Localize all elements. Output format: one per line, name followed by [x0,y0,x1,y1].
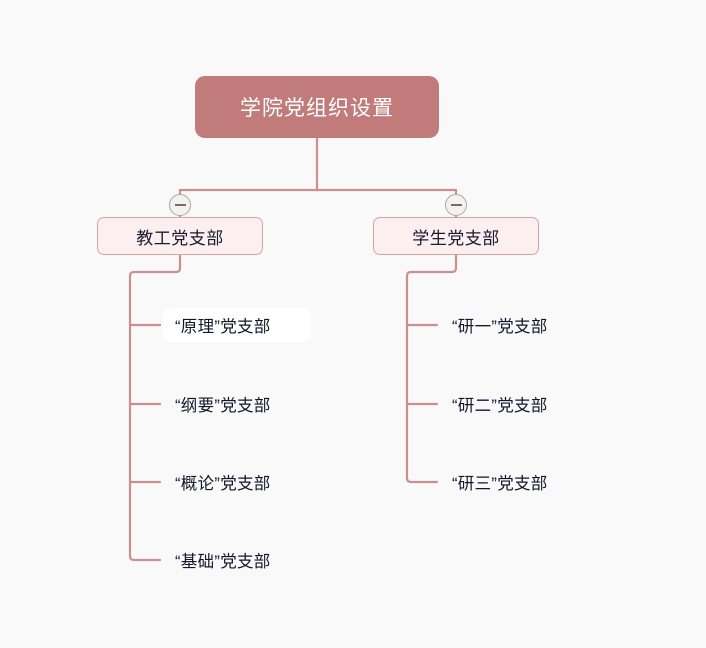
leaf-node-label: “概论”党支部 [175,475,271,493]
leaf-node[interactable]: “研一”党支部 [440,308,588,342]
minus-circle-icon[interactable] [445,194,467,216]
branch-node-staff[interactable]: 教工党支部 [97,217,263,255]
root-node[interactable]: 学院党组织设置 [195,76,439,138]
branch-node-student[interactable]: 学生党支部 [373,217,539,255]
branch-node-label: 教工党支部 [136,228,224,248]
leaf-node[interactable]: “原理”党支部 [163,308,311,342]
minus-glyph [174,204,186,206]
leaf-node[interactable]: “纲要”党支部 [163,387,311,421]
leaf-node[interactable]: “研二”党支部 [440,387,588,421]
leaf-node[interactable]: “概论”党支部 [163,465,311,499]
leaf-node-label: “基础”党支部 [175,553,271,571]
branch-node-label: 学生党支部 [412,228,500,248]
leaf-node[interactable]: “基础”党支部 [163,543,311,577]
minus-glyph [450,204,462,206]
leaf-node-label: “研二”党支部 [452,397,548,415]
root-node-label: 学院党组织设置 [240,97,394,120]
leaf-node-label: “研一”党支部 [452,318,548,336]
leaf-node-label: “纲要”党支部 [175,397,271,415]
connector-right-spine [405,266,458,484]
leaf-node-label: “原理”党支部 [175,318,271,336]
leaf-node-label: “研三”党支部 [452,475,548,493]
minus-circle-icon[interactable] [169,194,191,216]
leaf-node[interactable]: “研三”党支部 [440,465,588,499]
